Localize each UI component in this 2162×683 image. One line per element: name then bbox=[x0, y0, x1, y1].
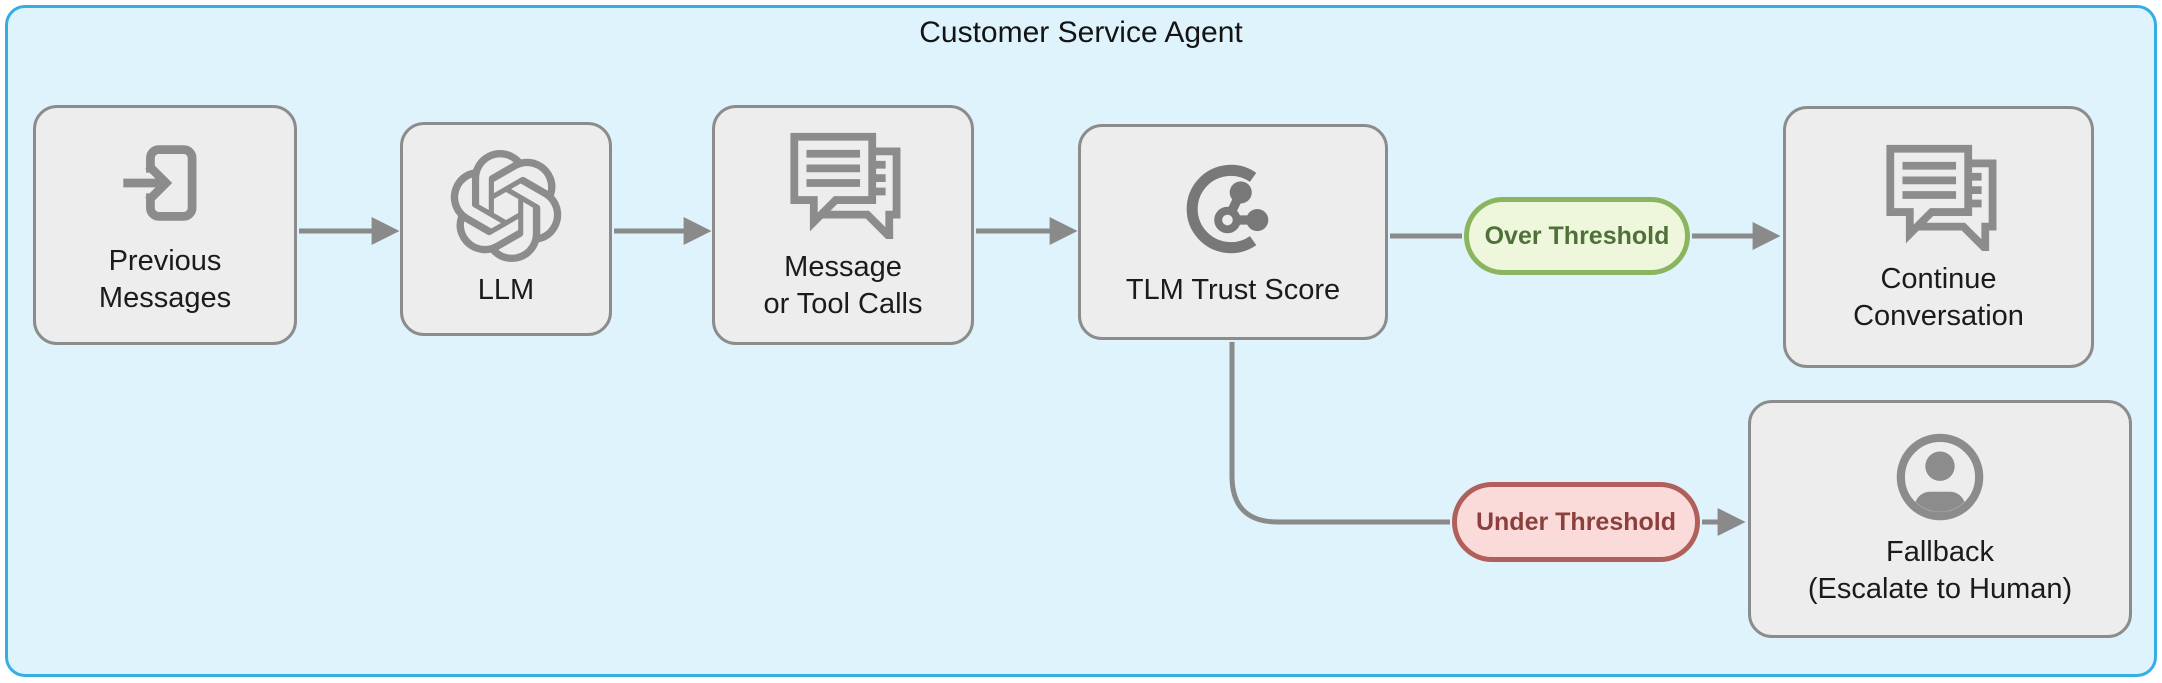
under-threshold-badge: Under Threshold bbox=[1452, 482, 1700, 562]
node-label: LLM bbox=[477, 273, 535, 306]
login-icon bbox=[115, 133, 215, 233]
over-threshold-badge: Over Threshold bbox=[1464, 197, 1690, 275]
node-label: TLM Trust Score bbox=[1125, 273, 1341, 306]
node-fallback: Fallback(Escalate to Human) bbox=[1748, 400, 2132, 638]
chat-bubbles-icon bbox=[1878, 139, 2000, 258]
diagram-title: Customer Service Agent bbox=[919, 16, 1243, 49]
node-label: Fallback(Escalate to Human) bbox=[1807, 536, 2073, 605]
chat-bubbles-icon bbox=[782, 127, 904, 246]
trust-score-icon bbox=[1180, 156, 1286, 262]
node-tlm-trust-score: TLM Trust Score bbox=[1078, 124, 1388, 340]
node-llm: LLM bbox=[400, 122, 612, 336]
openai-logo-icon bbox=[450, 149, 562, 262]
person-icon bbox=[1893, 430, 1987, 524]
